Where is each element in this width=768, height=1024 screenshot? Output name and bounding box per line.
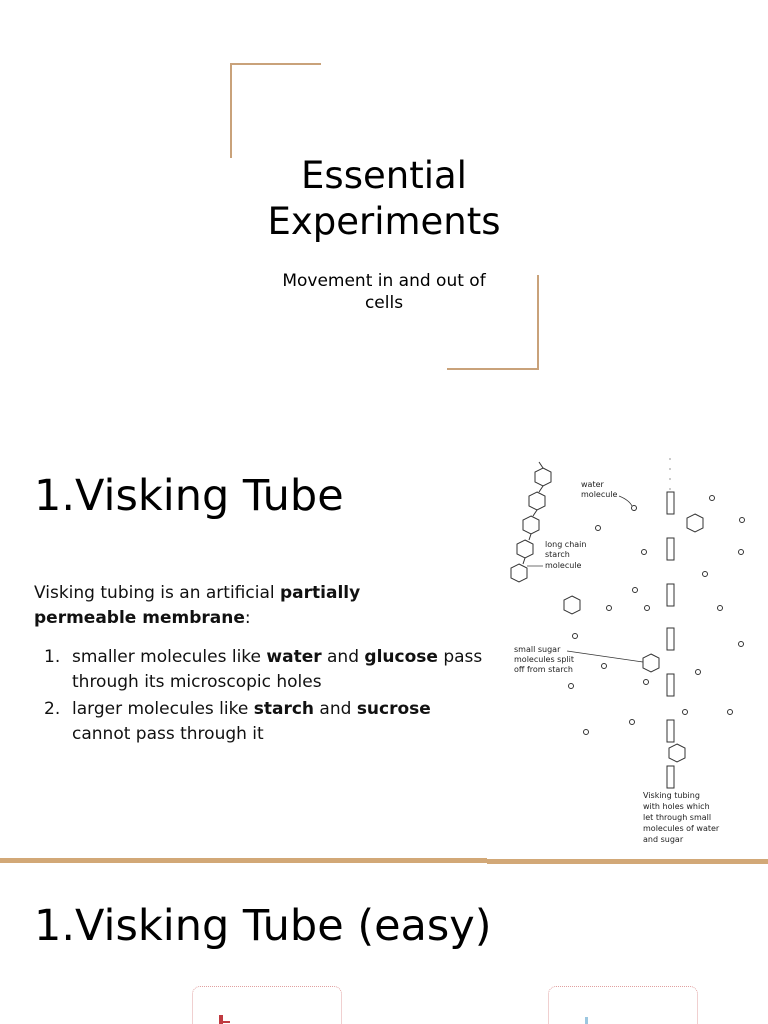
sugar-label: molecules split	[514, 655, 574, 664]
points-list: 1. smaller molecules like water and gluc…	[34, 645, 494, 749]
list-item: 1. smaller molecules like water and gluc…	[34, 645, 494, 695]
slide-divider	[487, 859, 768, 864]
item-bold: starch	[253, 699, 315, 719]
title-line-2: Experiments	[267, 200, 501, 243]
bottom-right-bracket-decoration	[447, 275, 539, 370]
water-molecule-icons	[568, 495, 745, 735]
subtitle-line-2: cells	[364, 293, 404, 313]
list-number: 1.	[44, 647, 61, 667]
subtitle-line-1: Movement in and out of	[282, 271, 486, 291]
item-text: pass through its microscopic holes	[72, 647, 483, 692]
leader-lines	[527, 495, 644, 663]
slide-heading: 1.Visking Tube (easy)	[34, 901, 492, 951]
intro-end: :	[244, 608, 251, 628]
visking-tubing-diagram: water molecule long chain starch molecul…	[510, 458, 745, 844]
tubing-label: Visking tubing	[643, 791, 700, 800]
sugar-molecule-icons	[563, 513, 704, 763]
top-left-bracket-decoration	[230, 63, 321, 158]
item-text: smaller molecules like	[72, 647, 267, 667]
water-label: water	[581, 480, 605, 489]
intro-text: Visking tubing is an artificial	[34, 583, 280, 603]
list-item: 2. larger molecules like starch and sucr…	[34, 697, 494, 747]
item-text: and	[321, 647, 365, 667]
title-slide: Essential Experiments Movement in and ou…	[0, 0, 768, 430]
sugar-label: off from starch	[514, 665, 573, 674]
list-number: 2.	[44, 699, 61, 719]
membrane-column	[666, 458, 675, 789]
sugar-label: small sugar	[514, 645, 561, 654]
starch-label: long chain	[545, 540, 586, 549]
image-fragment	[219, 1015, 223, 1024]
item-bold: glucose	[364, 647, 438, 667]
slide-heading: 1.Visking Tube	[34, 471, 344, 521]
visking-tube-easy-slide: 1.Visking Tube (easy)	[0, 864, 768, 1024]
tubing-label: and sugar	[643, 835, 684, 844]
water-label: molecule	[581, 490, 618, 499]
tubing-label: with holes which	[643, 802, 710, 811]
image-card	[548, 986, 698, 1024]
item-bold: water	[266, 647, 322, 667]
item-text: cannot pass through it	[72, 724, 264, 744]
tubing-label: molecules of water	[643, 824, 720, 833]
intro-bold-text: partially permeable membrane	[34, 583, 361, 628]
image-card	[192, 986, 342, 1024]
image-fragment	[223, 1021, 230, 1023]
item-bold: sucrose	[356, 699, 431, 719]
item-text: and	[314, 699, 357, 719]
visking-tube-slide: 1.Visking Tube Visking tubing is an arti…	[0, 432, 768, 858]
slide-divider	[0, 858, 487, 863]
starch-label: starch	[545, 550, 570, 559]
tubing-label: let through small	[643, 813, 711, 822]
slide-subtitle: Movement in and out of cells	[254, 270, 514, 314]
title-line-1: Essential	[301, 154, 467, 197]
image-fragment	[585, 1017, 588, 1024]
item-text: larger molecules like	[72, 699, 254, 719]
intro-paragraph: Visking tubing is an artificial partiall…	[34, 581, 434, 631]
slide-title: Essential Experiments	[234, 153, 534, 245]
starch-chain-icon	[510, 461, 552, 583]
starch-label: molecule	[545, 561, 582, 570]
